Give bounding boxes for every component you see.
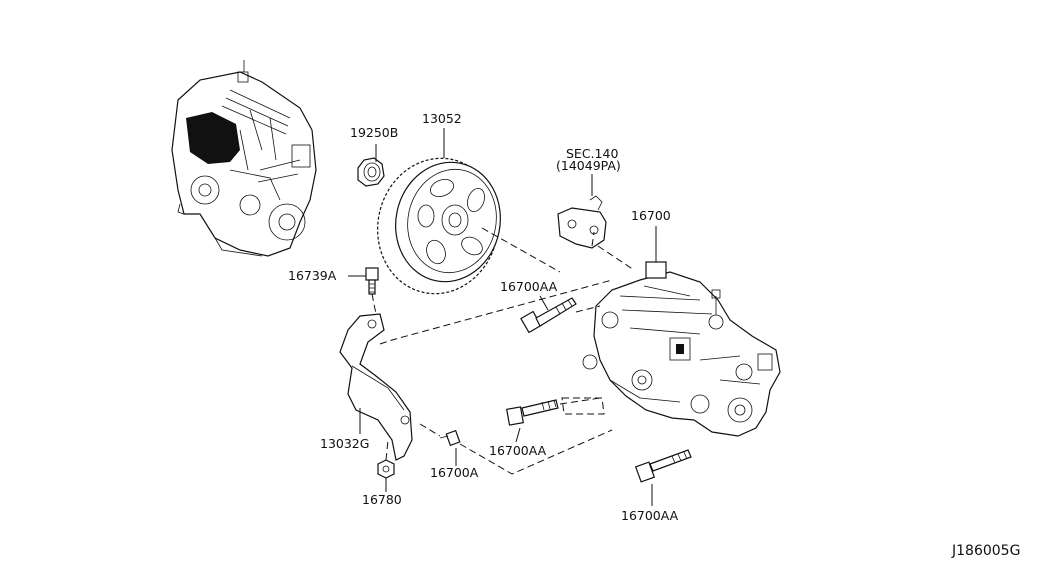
bolt-16700aa-lower [634,449,692,483]
label-16780: 16780 [362,492,402,507]
label-sec140: SEC.140 [566,146,618,161]
fuel-pump-16700 [582,261,781,437]
label-13032g: 13032G [320,436,369,451]
bolt-16700a [439,429,461,447]
label-16700: 16700 [631,208,671,223]
label-13052: 13052 [422,111,462,126]
label-14049pa: (14049PA) [556,158,621,173]
label-19250b: 19250B [350,125,398,140]
bracket-13032g [339,313,413,461]
bolt-16739a [365,267,379,295]
bolt-16700aa-middle [506,399,559,426]
label-16700aa-lower: 16700AA [621,508,679,523]
bolt-16700aa-upper [520,297,577,334]
label-16700aa-upper: 16700AA [500,279,558,294]
sprocket-13052 [377,157,501,295]
label-16739a: 16739A [288,268,337,283]
sec140-flange [557,195,607,249]
part-labels: 13052 19250B SEC.140 (14049PA) 16700 167… [288,111,1020,559]
assembly-lines [371,227,635,475]
label-16700aa-middle: 16700AA [489,443,547,458]
diagram-id: J186005G [951,543,1020,559]
engine-illustration [171,60,317,257]
nut-19250b [357,157,385,187]
leader-lines [348,128,657,506]
nut-16780 [377,459,395,479]
label-16700a: 16700A [430,465,479,480]
